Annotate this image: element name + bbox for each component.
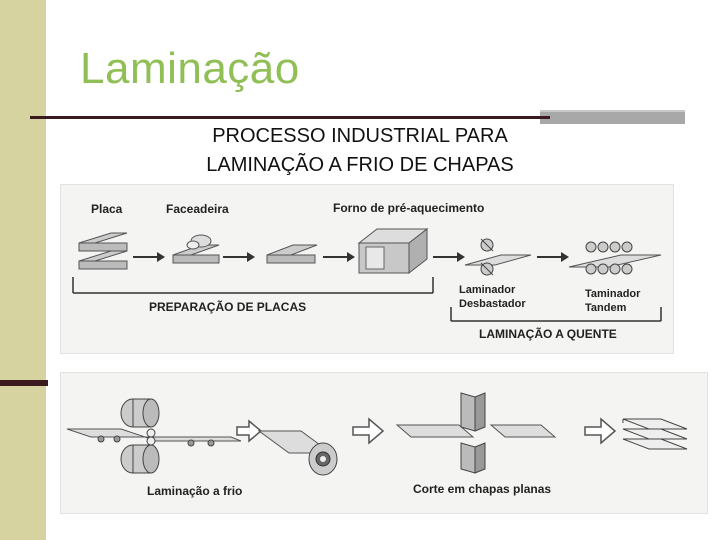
label-faceadeira: Faceadeira [166,202,229,216]
label-placa: Placa [91,202,123,216]
outline-arrow-1 [236,419,263,443]
diagram-cold-rolling: Laminação a frio Corte em chapas planas [66,392,688,498]
placa-slabs [78,232,128,270]
diagram-hot-rolling-panel: Placa Faceadeira Forno de pré-aqueciment… [60,184,674,354]
prepared-slab [266,244,318,264]
slide-title: Laminação [80,44,300,93]
furnace-icon [357,227,429,275]
cold-rolling-mill-icon [66,398,242,474]
coil-icon [257,430,338,476]
faceadeira-slab [172,234,220,264]
title-rule-grey [540,112,685,124]
stacked-sheets-icon [622,418,688,450]
arrow-5 [537,252,569,262]
outline-arrow-2 [352,417,385,445]
left-bar-accent [0,380,48,386]
title-rule-grey-top [540,110,685,113]
slide-subtitle: PROCESSO INDUSTRIAL PARA LAMINAÇÃO A FRI… [150,122,570,180]
label-forno: Forno de pré-aquecimento [333,201,484,215]
tandem-mill-icon [568,241,662,275]
left-decorative-bar [0,0,46,540]
shear-icon [395,392,557,474]
arrow-2 [223,252,255,262]
diagram-hot-rolling: Placa Faceadeira Forno de pré-aqueciment… [72,201,662,341]
bracket-preparacao [72,277,434,294]
bracket-laminacao-quente [450,307,662,322]
label-laminacao-frio: Laminação a frio [147,484,242,498]
outline-arrow-3 [584,417,617,445]
diagram-cold-rolling-panel: Laminação a frio Corte em chapas planas [60,372,708,514]
title-rule [30,116,550,119]
subtitle-line-1: PROCESSO INDUSTRIAL PARA [212,125,508,147]
label-corte-chapas: Corte em chapas planas [413,482,551,496]
label-laminador: Laminador [459,284,516,296]
subtitle-line-2: LAMINAÇÃO A FRIO DE CHAPAS [206,154,514,176]
label-taminador: Taminador [585,288,641,300]
label-laminacao-quente: LAMINAÇÃO A QUENTE [479,326,617,341]
label-preparacao-placas: PREPARAÇÃO DE PLACAS [149,299,306,314]
arrow-4 [433,252,465,262]
arrow-1 [133,252,165,262]
label-tandem: Tandem [585,302,627,314]
arrow-3 [323,252,355,262]
roughing-mill-icon [464,238,532,276]
label-desbastador: Desbastador [459,298,526,310]
